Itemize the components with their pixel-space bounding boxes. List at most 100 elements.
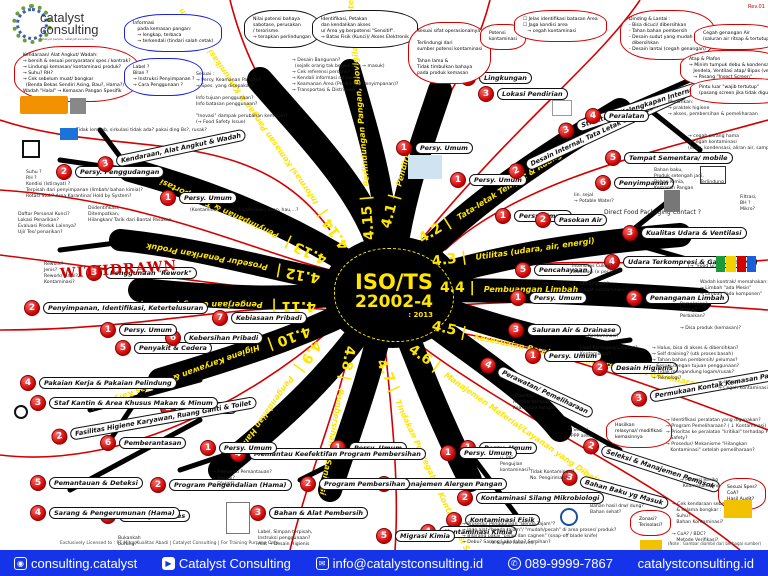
node-label: Program Pembersihan: [319, 478, 411, 490]
instagram-link[interactable]: ◉ consulting.catalyst: [14, 556, 137, 571]
node-label: Persy. Umum: [119, 324, 177, 336]
lakukan-cloud: Hasilkan relasyna// modifikasi kemasinny…: [606, 416, 672, 448]
website-link[interactable]: catalystconsulting.id: [638, 556, 754, 571]
email-link[interactable]: ✉ info@catalystconsulting.id: [315, 556, 483, 571]
youtube-link[interactable]: ▶ Catalyst Consulting: [161, 556, 291, 571]
bukan-hama-note: Bukankah burung?: [118, 536, 141, 547]
badge: 4: [30, 505, 46, 521]
label-cloud: Label ? Bilan ? → Instruksi Penyimpanan …: [124, 58, 204, 96]
node-label: Tempat Sementara/ mobile: [624, 152, 733, 164]
potensi-bahaya-cloud: Nilai potensi bahaya sabotase, perusakan…: [244, 10, 320, 48]
center-title: ISO/TS 22002-4 : 2013: [334, 248, 454, 342]
badge: 1: [200, 440, 216, 456]
filtrasi-note: Filtrasi, BH ? Mikro?: [740, 195, 757, 212]
node-label: Penyimpanan: [614, 177, 674, 189]
badge: 2: [626, 290, 642, 306]
microbe-magnifier-icon: [560, 508, 578, 526]
node-label: Bahan & Alat Pembersih: [269, 507, 368, 519]
node-label: Kontaminasi Fisik: [465, 514, 540, 526]
cleaning-room-icon: [226, 502, 250, 534]
license-text: Exclusively Licensed to : PT Mitra Kuali…: [60, 541, 279, 546]
verifikasi-note: → Identifikasi peralatan yang digunakan?…: [666, 418, 768, 453]
truck-illustration-icon: [20, 96, 68, 114]
daftar-note: Daftar Personal Kunci? Lokasi Penarikan?…: [18, 212, 77, 235]
warehouse-icon: [700, 166, 726, 184]
bahan-masuk-note: Bahan hasil drw/ dung? Bahan sehat?: [590, 504, 644, 515]
barang-masuk-note: Tidak Kontaminasi? No. Pengiriman?: [530, 470, 575, 481]
desain-bangunan-note: → Desain Bangunan? (sejalk orang tak ber…: [292, 58, 399, 93]
node-label: Saluran Air & Drainase: [527, 324, 621, 336]
node-label: Staf Kantin & Area Khusus Makan & Minum: [49, 397, 218, 409]
node-label: Persy. Umum: [179, 192, 237, 204]
plate-cutlery-icon: [14, 405, 28, 419]
badge: 1: [440, 445, 456, 461]
contact-footer: ◉ consulting.catalyst ▶ Catalyst Consult…: [0, 550, 768, 576]
badge: 3: [30, 395, 46, 411]
instagram-handle: consulting.catalyst: [31, 555, 138, 571]
node-label: Sarang & Pengerumunan (Hama): [49, 507, 180, 519]
intensitas-note: Intensitas Cukup? Teknologi (x pecah) ?: [572, 264, 621, 275]
logo-tagline: catalyst people. catalyst excellence: [40, 37, 94, 41]
logo-dna-inner-icon: [16, 8, 48, 40]
badge: 1: [396, 140, 412, 156]
node-label: Persy. Umum: [544, 350, 602, 362]
cek-kendaraan-note: → Cek kendaraan sebelum & selama bongkar…: [672, 502, 733, 543]
youtube-icon: ▶: [161, 556, 175, 570]
badge: 4: [585, 108, 601, 124]
zonasi-cloud: Zonasi? Terisolasi?: [630, 510, 672, 536]
badge: 2: [150, 477, 166, 493]
delivery-truck-icon: [724, 500, 752, 518]
terlindung-note: Terlindung: [700, 180, 724, 185]
frekuensi-note: → Frekuensi Pemantauan? → Sesuai? → Efek…: [212, 470, 272, 487]
toilet-icon: [26, 445, 38, 457]
crossed-truck-icon: [640, 540, 662, 550]
waste-bins-icon: [716, 256, 756, 272]
forklift-icon: [22, 140, 40, 158]
node-label: Kontaminasi Kimia: [439, 526, 518, 538]
node-label: Desain Higienis: [611, 362, 678, 374]
node-label: Kontaminasi Silang Mikrobiologi: [476, 492, 605, 504]
node-label: Persy. Umum: [529, 292, 587, 304]
clause-4-4[interactable]: 4.4 | Pembuangan Limbah: [440, 280, 579, 296]
badge: 2: [535, 212, 551, 228]
node-label: Program Pengendalian (Hama): [169, 479, 292, 491]
genangan-cloud: Cegah genangan Air (saluran air ritsap &…: [694, 24, 768, 50]
phone-link[interactable]: ✆ 089-9999-7867: [507, 556, 613, 571]
badge: 5: [605, 150, 621, 166]
